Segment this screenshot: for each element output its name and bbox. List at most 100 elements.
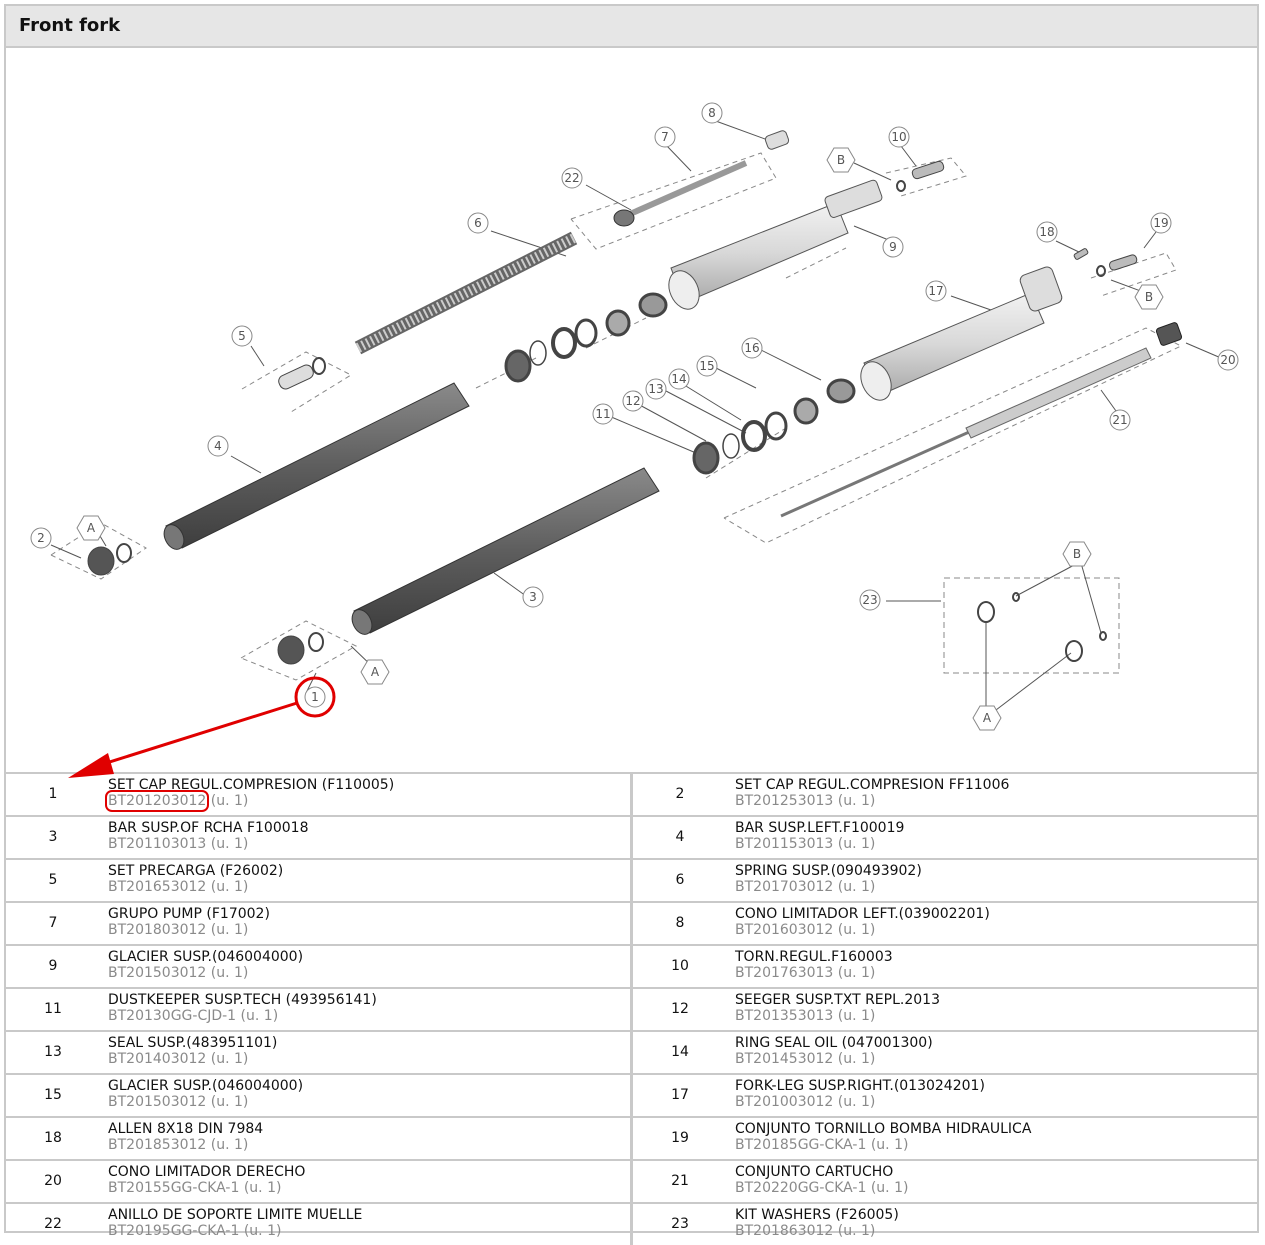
- part-qty: (u. 1): [243, 1180, 282, 1196]
- callout-a-3: A: [972, 705, 1002, 731]
- part-number: 15: [44, 1087, 62, 1103]
- part-code-line: BT20155GG-CKA-1 (u. 1): [108, 1180, 281, 1196]
- part-name: FORK-LEG SUSP.RIGHT.(013024201): [735, 1078, 985, 1094]
- part-code: BT20155GG-CKA-1: [108, 1180, 240, 1196]
- part-code-line: BT201853012 (u. 1): [108, 1137, 248, 1153]
- bar-susp-right-tube: [351, 467, 660, 635]
- fork-leg-right: [860, 266, 1063, 401]
- callout-7-text: 7: [661, 130, 669, 144]
- callout-4-text: 4: [214, 439, 222, 453]
- part-name: GLACIER SUSP.(046004000): [108, 1078, 304, 1094]
- callout-15-text: 15: [699, 359, 714, 373]
- cartridge: [780, 322, 1183, 518]
- spring: [354, 231, 578, 355]
- part-code-line: BT201803012 (u. 1): [108, 922, 248, 938]
- part-number: 13: [44, 1044, 62, 1060]
- part-number: 9: [48, 958, 58, 974]
- part-name: GRUPO PUMP (F17002): [108, 906, 270, 922]
- callout-14-text: 14: [671, 372, 686, 386]
- callout-8-text: 8: [708, 106, 716, 120]
- part-code: BT201503012: [108, 1094, 207, 1110]
- part-number: 18: [44, 1130, 62, 1146]
- part-code-line: BT20130GG-CJD-1 (u. 1): [108, 1008, 278, 1024]
- part-number: 4: [675, 829, 685, 845]
- part-qty: (u. 1): [210, 922, 249, 938]
- part-qty: (u. 1): [210, 836, 249, 852]
- part-name: SET PRECARGA (F26002): [108, 863, 284, 879]
- callout-4: 4: [207, 435, 229, 457]
- part-number: 23: [671, 1216, 689, 1232]
- part-code: BT201603012: [735, 922, 834, 938]
- callout-10-text: 10: [891, 130, 906, 144]
- part-name: BAR SUSP.LEFT.F100019: [735, 820, 905, 836]
- part-code-line: BT201453012 (u. 1): [735, 1051, 875, 1067]
- callout-5-text: 5: [238, 329, 246, 343]
- part-number: 11: [44, 1001, 62, 1017]
- part-qty: (u. 1): [837, 1223, 876, 1239]
- part-number: 2: [675, 786, 685, 802]
- part-qty: (u. 1): [870, 1137, 909, 1153]
- part-code: BT201453012: [735, 1051, 834, 1067]
- callout-18-text: 18: [1039, 225, 1054, 239]
- part-code: BT201703012: [735, 879, 834, 895]
- callout-21-text: 21: [1112, 413, 1127, 427]
- callout-14: 14: [668, 368, 690, 390]
- front-fork-panel: Front fork: [4, 4, 1259, 1245]
- callout-b-3: B: [1062, 541, 1092, 567]
- part-code-line: BT201603012 (u. 1): [735, 922, 875, 938]
- part-qty: (u. 1): [837, 793, 876, 809]
- part-name: CONO LIMITADOR DERECHO: [108, 1164, 306, 1180]
- part-name: BAR SUSP.OF RCHA F100018: [108, 820, 309, 836]
- part-number: 20: [44, 1173, 62, 1189]
- part-code-line: BT201503012 (u. 1): [108, 965, 248, 981]
- part-number: 19: [671, 1130, 689, 1146]
- fork-leg-left: [668, 179, 883, 310]
- part-code-line: BT20220GG-CKA-1 (u. 1): [735, 1180, 908, 1196]
- part-code-line: BT201253013 (u. 1): [735, 793, 875, 809]
- part-code: BT201103013: [108, 836, 207, 852]
- callout-20: 20: [1217, 349, 1239, 371]
- part-qty: (u. 1): [210, 793, 249, 809]
- part-number: 10: [671, 958, 689, 974]
- callout-a-text: A: [87, 521, 96, 535]
- callout-b-2: B: [1134, 284, 1164, 310]
- part-code: BT201253013: [735, 793, 834, 809]
- part-name: KIT WASHERS (F26005): [735, 1207, 899, 1223]
- seals-and-bushings: [504, 292, 856, 475]
- part-name: SEEGER SUSP.TXT REPL.2013: [735, 992, 940, 1008]
- part-qty: (u. 1): [210, 1137, 249, 1153]
- callout-22-text: 22: [564, 171, 579, 185]
- part-code: BT201003012: [735, 1094, 834, 1110]
- callout-16-text: 16: [744, 341, 759, 355]
- callout-a-text: A: [371, 665, 380, 679]
- part-code-line: BT201403012 (u. 1): [108, 1051, 248, 1067]
- part-number: 3: [48, 829, 58, 845]
- exploded-diagram: 1 2 3 4 5 6 7 8 9 10 11 12 13 14 15 16 1…: [6, 48, 1257, 772]
- part-number: 6: [675, 872, 685, 888]
- small-components: [87, 160, 1138, 665]
